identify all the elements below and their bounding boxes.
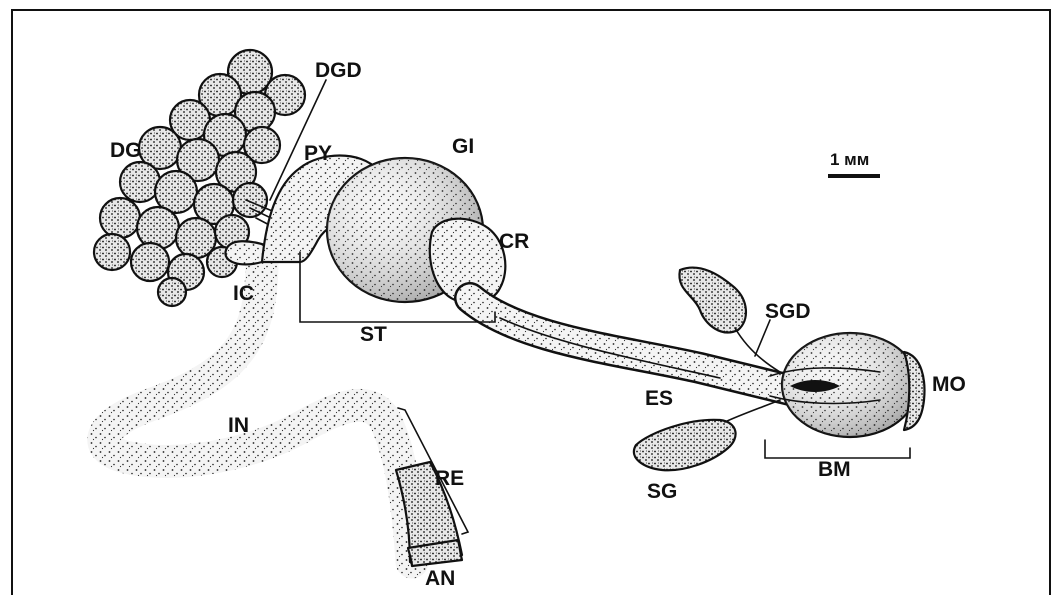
label-mo: MO (932, 373, 966, 396)
label-sg: SG (647, 480, 677, 503)
salivary-gland-upper (679, 268, 746, 333)
label-py: PY (304, 142, 332, 165)
label-es: ES (645, 387, 673, 410)
buccal-mass-bracket (765, 440, 910, 458)
label-dgd: DGD (315, 59, 362, 82)
label-re: RE (435, 467, 464, 490)
scale-bar-label: 1 мм (830, 150, 869, 169)
intestine (104, 262, 412, 562)
label-in: IN (228, 414, 249, 437)
sgd-leader (755, 320, 770, 356)
label-cr: CR (499, 230, 529, 253)
label-sgd: SGD (765, 300, 811, 323)
scale-bar: 1 мм (828, 150, 880, 176)
label-dg: DG (110, 139, 142, 162)
label-an: AN (425, 567, 455, 590)
label-gi: GI (452, 135, 474, 158)
salivary-gland-lower (634, 420, 736, 470)
salivary-gland-duct-lower (725, 400, 780, 422)
label-ic: IC (233, 282, 254, 305)
label-st: ST (360, 323, 387, 346)
label-bm: BM (818, 458, 851, 481)
